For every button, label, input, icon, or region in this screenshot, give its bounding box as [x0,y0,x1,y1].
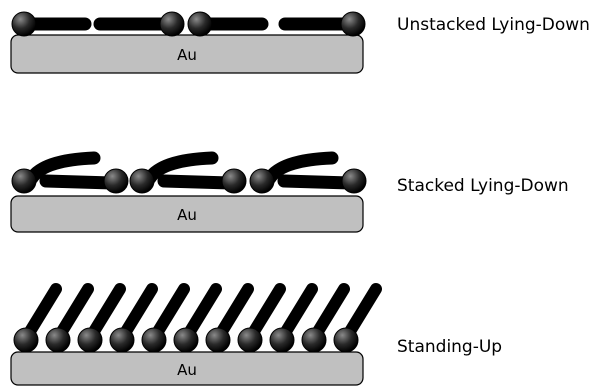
head-group-icon [159,11,185,37]
head-group-icon [77,327,103,353]
molecule-chain-icon [263,151,339,185]
substrate-label: Au [177,206,197,224]
head-group-icon [13,327,39,353]
head-group-icon [205,327,231,353]
panel-caption: Unstacked Lying-Down [397,15,590,35]
panel-caption: Standing-Up [397,337,502,357]
head-group-icon [11,168,37,194]
head-group-icon [103,168,129,194]
head-group-icon [187,11,213,37]
panel-unstacked-lying-down: Au Unstacked Lying-Down [10,11,590,74]
substrate-label: Au [177,46,197,64]
substrate-label: Au [177,361,197,379]
head-group-icon [301,327,327,353]
gold-substrate [10,195,364,233]
head-group-icon [45,327,71,353]
head-group-icon [173,327,199,353]
molecule-chain-icon [277,174,357,190]
head-group-icon [249,168,275,194]
head-group-icon [269,327,295,353]
head-group-icon [221,168,247,194]
panel-standing-up: Au Standing-Up [10,283,502,386]
molecule-layer [11,11,366,37]
head-group-icon [129,168,155,194]
panel-caption: Stacked Lying-Down [397,176,569,196]
head-group-icon [340,11,366,37]
head-group-icon [109,327,135,353]
molecule-chain-icon [39,174,119,190]
molecule-chain-icon [25,151,101,185]
head-group-icon [141,327,167,353]
head-group-icon [11,11,37,37]
molecule-layer [13,283,382,353]
gold-substrate [10,34,364,74]
head-group-icon [237,327,263,353]
molecule-chain-icon [143,151,219,185]
head-group-icon [333,327,359,353]
molecule-chain-icon [157,174,237,190]
head-group-icon [341,168,367,194]
molecule-layer [11,151,367,194]
panel-stacked-lying-down: Au Stacked Lying-Down [10,151,569,233]
